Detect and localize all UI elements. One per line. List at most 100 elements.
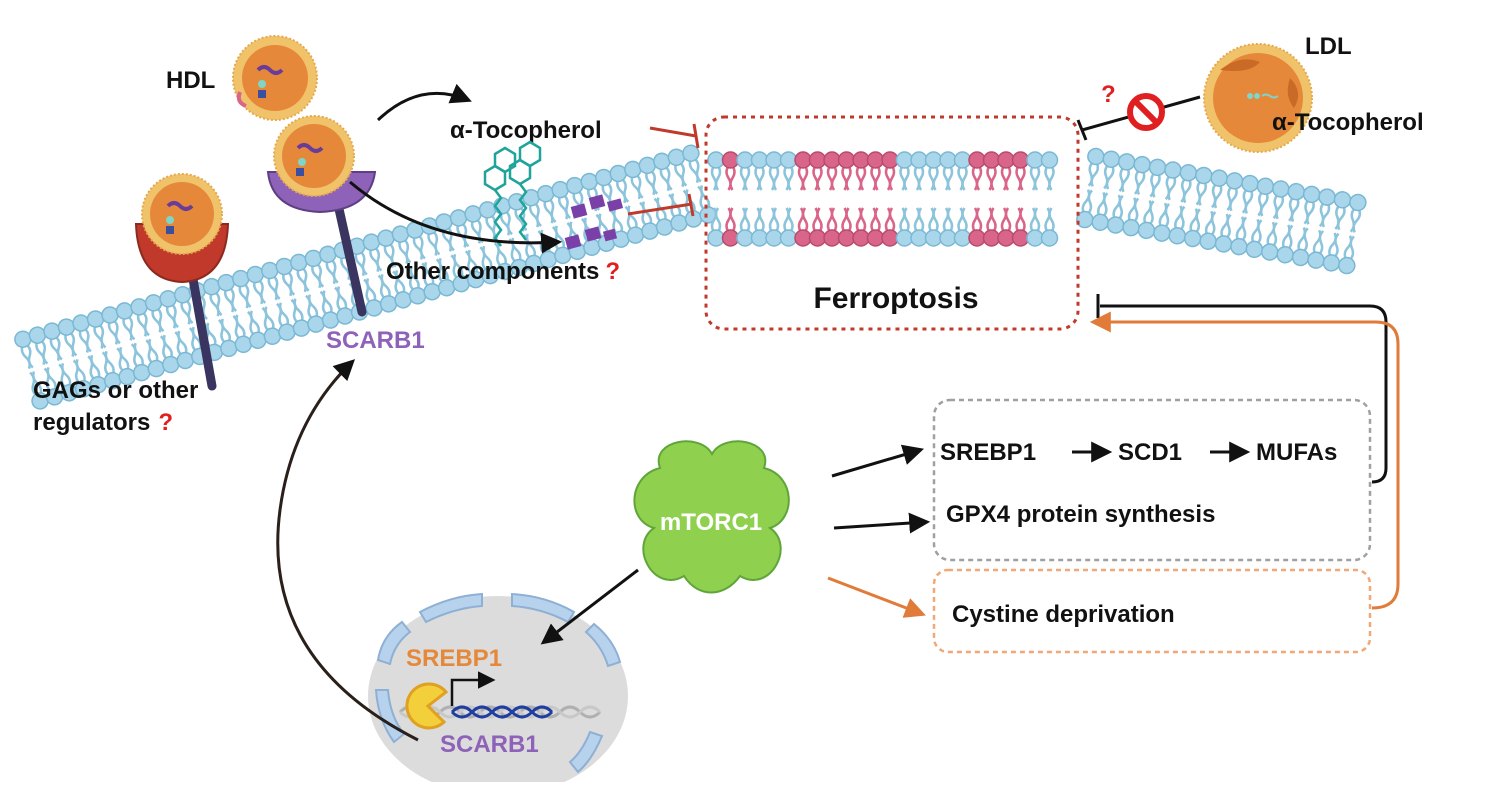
- arrow-cystine-to-ferroptosis: [1089, 311, 1400, 610]
- lipid-molecule: [290, 298, 311, 337]
- lipid-molecule: [939, 151, 957, 191]
- lipid-molecule: [479, 245, 499, 285]
- arrow-hdl-to-other-components: [349, 180, 563, 254]
- lipid-molecule: [721, 151, 740, 191]
- lipid-molecule: [852, 151, 870, 191]
- lipid-molecule: [1338, 235, 1356, 275]
- lipid-molecule: [638, 156, 659, 196]
- lipid-molecule: [232, 314, 253, 354]
- lipid-molecule: [721, 207, 740, 247]
- lipid-molecule: [57, 318, 78, 357]
- lipid-molecule: [968, 151, 986, 191]
- ldl-tocopherol-label: α-Tocopherol: [1272, 109, 1424, 136]
- lipid-molecule: [1087, 147, 1105, 187]
- lipid-molecule: [1225, 172, 1244, 212]
- lipid-molecule: [823, 207, 841, 247]
- arrow-mtorc1-to-nucleus: [540, 568, 639, 645]
- scarb1-membrane-label: SCARB1: [326, 327, 425, 354]
- lipid-molecule: [1164, 161, 1182, 201]
- ldl-question-mark: ?: [1101, 81, 1116, 108]
- lipid-molecule: [58, 362, 78, 402]
- lipid-molecule: [667, 148, 688, 188]
- lipid-molecule: [1307, 229, 1325, 269]
- lipid-molecule: [1102, 150, 1121, 190]
- lipid-molecule: [377, 229, 397, 268]
- lipid-molecule: [1349, 193, 1367, 233]
- hdl-particle-icon: [141, 173, 223, 255]
- lipid-molecule: [910, 151, 928, 191]
- arrow-mtorc1-to-gpx4: [833, 512, 931, 534]
- lipid-molecule: [895, 151, 914, 191]
- hdl-label: HDL: [166, 67, 215, 94]
- lipid-molecule: [391, 225, 412, 264]
- gags-label-line2: regulators?: [33, 409, 173, 436]
- lipid-molecule: [1117, 153, 1136, 193]
- lipid-molecule: [174, 330, 195, 370]
- tocopherol-label: α-Tocopherol: [450, 117, 602, 144]
- srebp1-label: SREBP1: [940, 439, 1036, 466]
- ldl-particle-icon: [1203, 43, 1313, 153]
- mtorc1-icon: [633, 440, 790, 594]
- lipid-molecule: [1137, 199, 1156, 240]
- lipid-molecule: [1261, 221, 1279, 261]
- lipid-molecule: [624, 160, 644, 200]
- lipid-molecule: [101, 350, 122, 390]
- lipid-molecule: [1230, 216, 1248, 256]
- ferroptosis-box: [704, 115, 1080, 331]
- srebp1-protein-icon: [405, 682, 449, 730]
- other-components-icon: [564, 194, 624, 250]
- lipid-molecule: [997, 151, 1015, 191]
- lipid-bilayer-ferroptosis-region: [707, 151, 1059, 247]
- lipid-molecule: [895, 207, 914, 247]
- lipid-molecule: [736, 151, 754, 191]
- lipid-molecule: [1276, 224, 1294, 264]
- lipid-molecule: [837, 207, 856, 247]
- lipid-molecule: [837, 151, 856, 191]
- lipid-molecule: [1011, 207, 1030, 247]
- lipid-molecule: [87, 354, 107, 394]
- other-components-inhibition: [627, 193, 695, 217]
- lipid-molecule: [334, 286, 354, 325]
- ferroptosis-label: Ferroptosis: [813, 282, 978, 315]
- transcription-arrow: [450, 671, 496, 706]
- lipid-molecule: [144, 294, 165, 333]
- lipid-molecule: [1302, 185, 1321, 225]
- lipid-molecule: [866, 151, 885, 191]
- lipid-molecule: [823, 151, 841, 191]
- cystine-label: Cystine deprivation: [952, 601, 1175, 628]
- lipid-molecule: [1333, 191, 1352, 231]
- lipid-molecule: [450, 253, 470, 293]
- tocopherol-inhibition: [649, 123, 700, 149]
- lipid-molecule: [202, 277, 223, 317]
- lipid-molecule: [1026, 207, 1044, 247]
- lipid-molecule: [866, 207, 885, 247]
- lipid-molecule: [982, 151, 1001, 191]
- lipid-molecule: [765, 151, 783, 191]
- lipid-molecule: [707, 151, 725, 191]
- lipid-molecule: [217, 273, 238, 313]
- lipid-molecule: [765, 207, 783, 247]
- lipid-molecule: [43, 367, 64, 406]
- nucleus-srebp1-label: SREBP1: [406, 645, 502, 672]
- hdl-particle-icon: [232, 35, 318, 121]
- lipid-molecule: [362, 233, 383, 273]
- mtorc1-label: mTORC1: [660, 509, 762, 536]
- lipid-molecule: [779, 207, 798, 247]
- lipid-molecule: [808, 151, 827, 191]
- lipid-molecule: [736, 207, 754, 247]
- ldl-label: LDL: [1305, 33, 1352, 60]
- lipid-molecule: [779, 151, 798, 191]
- lipid-molecule: [1272, 180, 1290, 220]
- lipid-molecule: [231, 269, 252, 309]
- lipid-molecule: [72, 314, 92, 353]
- lipid-molecule: [1148, 158, 1167, 198]
- lipid-molecule: [750, 151, 769, 191]
- mtorc1-targets-box: [932, 398, 1372, 562]
- lipid-molecule: [1091, 191, 1109, 232]
- lipid-molecule: [551, 180, 572, 220]
- lipid-molecule: [246, 265, 267, 305]
- lipid-molecule: [28, 326, 49, 366]
- lipid-molecule: [794, 151, 812, 191]
- lipid-molecule: [247, 310, 267, 349]
